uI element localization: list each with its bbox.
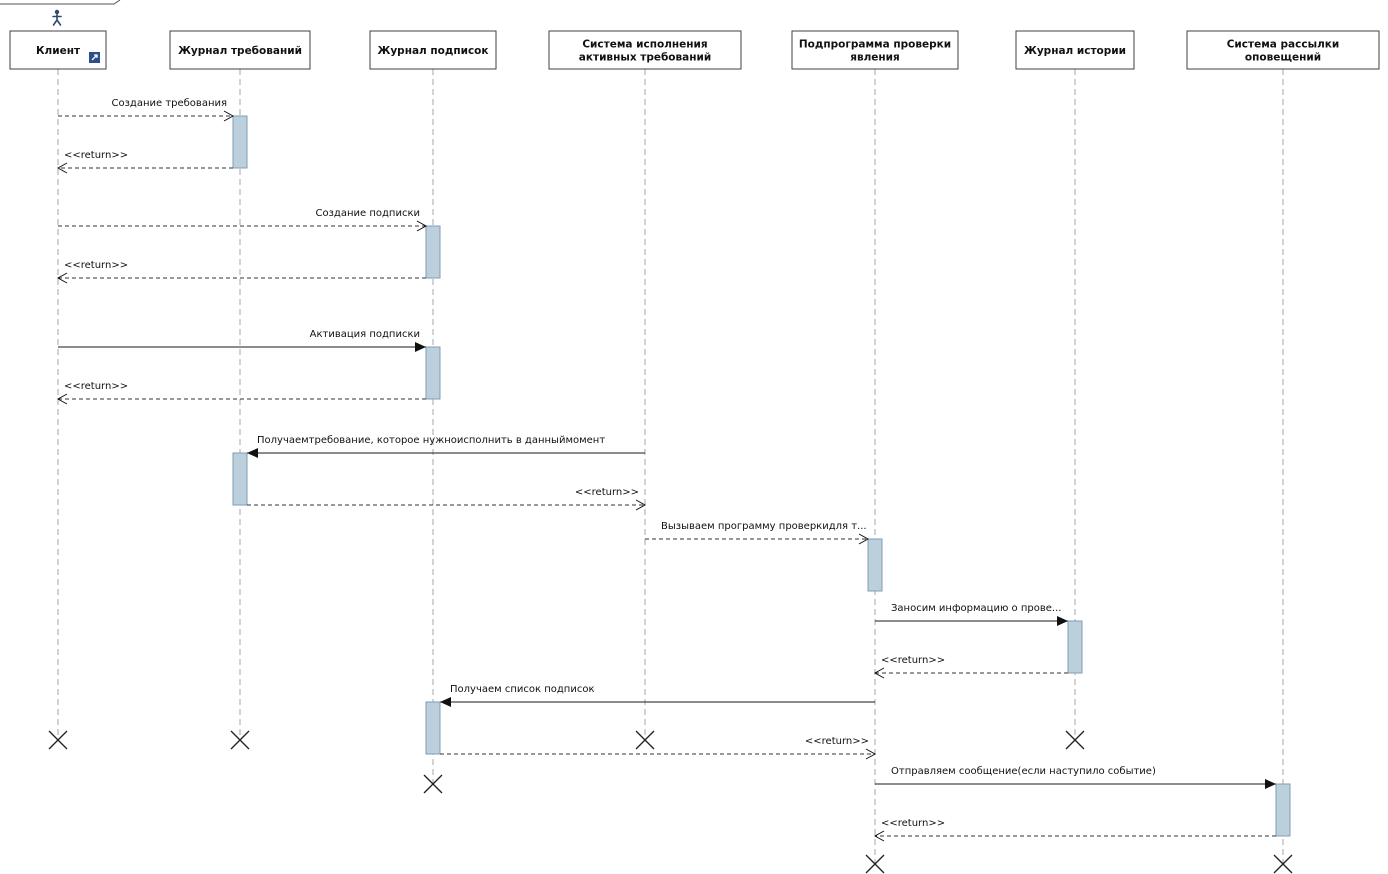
filled-arrowhead xyxy=(1265,779,1276,789)
filled-arrowhead xyxy=(415,342,426,352)
message-label: <<return>> xyxy=(64,150,128,161)
message-label: <<return>> xyxy=(64,381,128,392)
destroy-x-icon xyxy=(1273,854,1293,874)
lifeline-title: Журнал требований xyxy=(178,45,302,57)
open-arrowhead xyxy=(635,499,647,511)
activation-bar xyxy=(232,452,248,506)
message-label: Создание подписки xyxy=(316,208,420,219)
open-arrowhead xyxy=(416,220,428,232)
call-message[interactable]: Получаем список подписок xyxy=(440,684,875,707)
lifeline-title: Система рассылки xyxy=(1227,39,1340,51)
lifeline-sub_journal[interactable]: Журнал подписок xyxy=(369,30,497,784)
message-label: Получаемтребование, которое нужноисполни… xyxy=(257,435,605,446)
destroy-x-icon xyxy=(48,730,68,750)
lifeline-title: активных требований xyxy=(579,52,711,64)
message-label: <<return>> xyxy=(881,818,945,829)
open-arrowhead xyxy=(56,162,68,174)
open-arrowhead xyxy=(873,830,885,842)
destroy-x-icon xyxy=(423,774,443,794)
activation-bar xyxy=(232,115,248,169)
lifeline-header-box[interactable] xyxy=(369,30,497,70)
message-label: Отправляем сообщение(если наступило собы… xyxy=(891,766,1156,777)
return-message[interactable]: <<return>> xyxy=(56,150,233,174)
activation-bar xyxy=(425,225,441,279)
filled-arrowhead xyxy=(1057,616,1068,626)
lifeline-title: Клиент xyxy=(36,45,81,57)
call-message[interactable]: Получаемтребование, которое нужноисполни… xyxy=(247,435,645,458)
activation-bar xyxy=(1275,783,1291,837)
lifeline-header-box[interactable] xyxy=(791,30,959,70)
destroy-x-icon xyxy=(1065,730,1085,750)
message-label: Получаем список подписок xyxy=(450,684,595,695)
shortcut-link-icon xyxy=(89,52,100,63)
lifeline-title: оповещений xyxy=(1245,52,1321,64)
frame-tab xyxy=(0,0,121,5)
message-label: <<return>> xyxy=(805,736,869,747)
activation-bar xyxy=(1067,620,1083,674)
open-arrowhead xyxy=(865,748,877,760)
lifeline-title: Журнал подписок xyxy=(377,45,488,57)
activation-bar xyxy=(425,701,441,755)
message-label: <<return>> xyxy=(881,655,945,666)
activation-bar xyxy=(425,346,441,400)
filled-arrowhead xyxy=(247,448,258,458)
message-label: <<return>> xyxy=(575,487,639,498)
stick-figure-icon xyxy=(52,9,62,26)
return-message[interactable]: <<return>> xyxy=(873,655,1068,679)
message-label: Вызываем программу проверкидля т... xyxy=(661,521,867,532)
lifeline-client[interactable]: Клиент xyxy=(9,30,107,740)
lifeline-title: Подпрограмма проверки xyxy=(799,39,951,51)
return-message[interactable]: <<return>> xyxy=(56,260,426,284)
return-message[interactable]: <<return>> xyxy=(440,736,877,760)
return-message[interactable]: <<return>> xyxy=(56,381,426,405)
lifeline-req_journal[interactable]: Журнал требований xyxy=(169,30,311,740)
call-message[interactable]: Заносим информацию о прове... xyxy=(875,603,1068,626)
call-message[interactable]: Создание требования xyxy=(58,98,235,122)
lifeline-title: Журнал истории xyxy=(1024,45,1126,57)
return-message[interactable]: <<return>> xyxy=(247,487,647,511)
lifeline-header-box[interactable] xyxy=(1015,30,1135,70)
filled-arrowhead xyxy=(440,697,451,707)
message-label: Активация подписки xyxy=(310,329,420,340)
open-arrowhead xyxy=(56,272,68,284)
return-message[interactable]: <<return>> xyxy=(873,818,1276,842)
open-arrowhead xyxy=(56,393,68,405)
call-message[interactable]: Создание подписки xyxy=(58,208,428,232)
call-message[interactable]: Отправляем сообщение(если наступило собы… xyxy=(875,766,1276,789)
lifeline-title: Система исполнения xyxy=(582,39,707,51)
destroy-x-icon xyxy=(635,730,655,750)
message-label: Создание требования xyxy=(111,98,227,109)
lifeline-header-box[interactable] xyxy=(1186,30,1380,70)
open-arrowhead xyxy=(873,667,885,679)
activation-bar xyxy=(867,538,883,592)
destroy-x-icon xyxy=(865,854,885,874)
message-label: Заносим информацию о прове... xyxy=(891,603,1061,614)
lifeline-title: явления xyxy=(850,52,900,64)
lifeline-history[interactable]: Журнал истории xyxy=(1015,30,1135,740)
call-message[interactable]: Вызываем программу проверкидля т... xyxy=(645,521,870,545)
lifeline-header-box[interactable] xyxy=(169,30,311,70)
open-arrowhead xyxy=(223,110,235,122)
lifeline-header-box[interactable] xyxy=(548,30,742,70)
open-arrowhead xyxy=(858,533,870,545)
destroy-x-icon xyxy=(230,730,250,750)
message-label: <<return>> xyxy=(64,260,128,271)
call-message[interactable]: Активация подписки xyxy=(58,329,426,352)
